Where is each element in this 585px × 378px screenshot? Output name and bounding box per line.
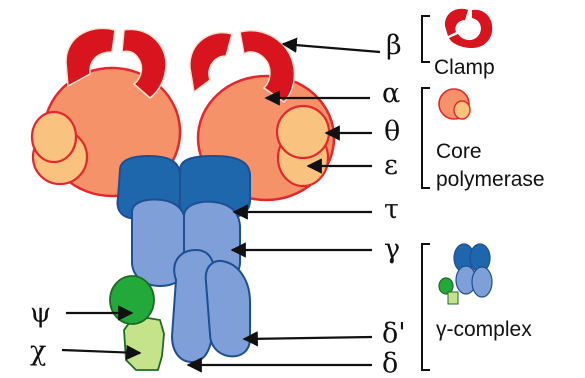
- delta-prime-subunit: [206, 261, 250, 356]
- leader-beta: [283, 44, 380, 52]
- gamma-complex-legend-icon: [439, 244, 492, 304]
- label-tau: τ: [384, 194, 399, 225]
- bracket-core: [422, 88, 430, 188]
- label-beta: β: [386, 30, 402, 61]
- label-alpha: α: [382, 78, 400, 109]
- label-chi: χ: [30, 336, 46, 367]
- bracket-gamma-complex: [422, 244, 430, 370]
- label-psi: ψ: [30, 298, 51, 329]
- theta-subunit-right: [277, 106, 329, 158]
- group-label-gamma-complex: γ-complex: [436, 318, 532, 341]
- label-theta: θ: [384, 116, 400, 147]
- label-epsilon: ε: [384, 150, 398, 181]
- label-delta-prime: δ': [382, 318, 406, 349]
- bracket-clamp: [422, 16, 430, 62]
- label-delta: δ: [382, 348, 398, 378]
- group-label-polymerase: polymerase: [436, 168, 545, 191]
- theta-subunit-left: [32, 112, 76, 162]
- label-gamma: γ: [384, 234, 400, 265]
- clamp-legend-icon: [445, 9, 492, 48]
- group-label-core: Core: [436, 140, 482, 163]
- psi-subunit: [110, 276, 154, 324]
- leader-delta-prime: [244, 337, 372, 339]
- core-legend-icon: [439, 89, 470, 119]
- group-label-clamp: Clamp: [434, 56, 495, 79]
- chi-subunit: [124, 318, 164, 370]
